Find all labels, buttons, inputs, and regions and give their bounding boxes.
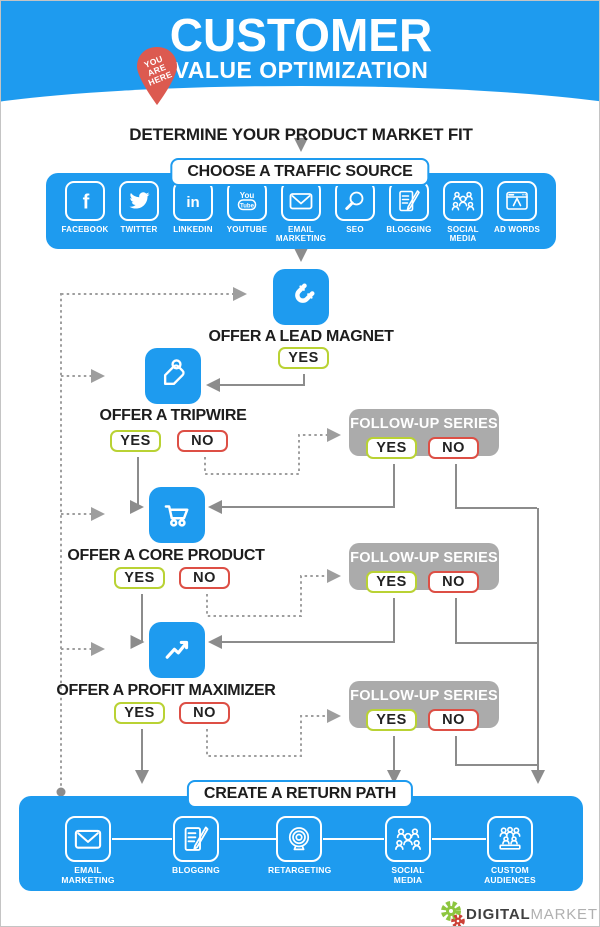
- digitalmarketer-logo: DIGITALMARKETER: [438, 899, 599, 926]
- core-product-yes-button: YES: [114, 567, 165, 589]
- traffic-source-adwords: AD WORDS: [490, 181, 544, 249]
- offer-lead-magnet-label: OFFER A LEAD MAGNET: [208, 328, 394, 345]
- return-channel-custom-audiences: CUSTOM AUDIENCES: [468, 816, 552, 885]
- traffic-source-label: EMAIL MARKETING: [275, 225, 327, 243]
- return-path-step: CREATE A RETURN PATH: [186, 780, 414, 808]
- traffic-source-label: TWITTER: [120, 225, 158, 234]
- tripwire-yes-button: YES: [110, 430, 161, 452]
- you-are-here-pin: YOU ARE HERE: [134, 46, 180, 108]
- brand-text: DIGITALMARKETER: [466, 905, 599, 923]
- traffic-source-email: EMAIL MARKETING: [274, 181, 328, 249]
- return-channel-label: SOCIAL MEDIA: [391, 865, 425, 885]
- gears-icon: [441, 901, 465, 926]
- traffic-source-blogging: BLOGGING: [382, 181, 436, 249]
- tripwire-no-button: NO: [177, 430, 228, 452]
- followup-1-no-button: NO: [428, 437, 479, 459]
- svg-text:f: f: [83, 192, 90, 214]
- followup-2-no-button: NO: [428, 571, 479, 593]
- traffic-source-label: SOCIAL MEDIA: [447, 225, 479, 243]
- return-channel-label: EMAIL MARKETING: [61, 865, 115, 885]
- linkedin-icon: in: [173, 181, 213, 221]
- header-curve: [1, 86, 599, 166]
- traffic-source-facebook: f FACEBOOK: [58, 181, 112, 249]
- email-icon: [281, 181, 321, 221]
- traffic-source-youtube: You Tube YOUTUBE: [220, 181, 274, 249]
- offer-core-product-label: OFFER A CORE PRODUCT: [67, 547, 265, 564]
- followup-label: FOLLOW-UP SERIES: [350, 550, 498, 566]
- return-channel-social-media: SOCIAL MEDIA: [366, 816, 450, 885]
- custom-audiences-icon: [487, 816, 533, 862]
- magnet-icon: [273, 269, 329, 325]
- followup-series-1: FOLLOW-UP SERIES YES NO: [349, 409, 499, 459]
- followup-series-2: FOLLOW-UP SERIES YES NO: [349, 543, 499, 593]
- return-channel-retargeting: RETARGETING: [257, 816, 341, 876]
- traffic-source-social-media: SOCIAL MEDIA: [436, 181, 490, 249]
- retargeting-icon: [276, 816, 322, 862]
- traffic-source-step: CHOOSE A TRAFFIC SOURCE: [170, 158, 430, 186]
- profit-maximizer-no-button: NO: [179, 702, 230, 724]
- traffic-source-label: LINKEDIN: [173, 225, 213, 234]
- map-pin-icon: [137, 47, 177, 105]
- shopping-cart-icon: [149, 487, 205, 543]
- traffic-source-label: SEO: [346, 225, 364, 234]
- email-icon: [65, 816, 111, 862]
- offer-profit-maximizer-label: OFFER A PROFIT MAXIMIZER: [56, 682, 276, 699]
- traffic-source-linkedin: in LINKEDIN: [166, 181, 220, 249]
- return-channel-email: EMAIL MARKETING: [46, 816, 130, 885]
- traffic-source-twitter: TWITTER: [112, 181, 166, 249]
- profit-maximizer-yes-button: YES: [114, 702, 165, 724]
- followup-label: FOLLOW-UP SERIES: [350, 416, 498, 432]
- growth-chart-icon: [149, 622, 205, 678]
- price-tag-icon: [145, 348, 201, 404]
- lead-magnet-yes-button: YES: [278, 347, 329, 369]
- traffic-source-label: AD WORDS: [493, 225, 541, 234]
- svg-text:in: in: [186, 194, 199, 211]
- traffic-source-label: YOUTUBE: [226, 225, 268, 234]
- brand-bold: DIGITAL: [466, 905, 531, 923]
- social-media-icon: [443, 181, 483, 221]
- return-channel-label: RETARGETING: [268, 865, 332, 875]
- return-channel-blogging: BLOGGING: [154, 816, 238, 876]
- blogging-icon: [389, 181, 429, 221]
- core-product-no-button: NO: [179, 567, 230, 589]
- market-fit-step: DETERMINE YOUR PRODUCT MARKET FIT: [129, 125, 473, 144]
- followup-2-yes-button: YES: [366, 571, 417, 593]
- return-path-bar: EMAIL MARKETING BLOGGING RETARGETING SOC…: [19, 796, 583, 891]
- followup-1-yes-button: YES: [366, 437, 417, 459]
- blogging-icon: [173, 816, 219, 862]
- offer-tripwire-label: OFFER A TRIPWIRE: [99, 407, 247, 424]
- brand-light: MARKETER: [530, 905, 599, 923]
- return-channel-label: BLOGGING: [172, 865, 220, 875]
- followup-series-3: FOLLOW-UP SERIES YES NO: [349, 681, 499, 731]
- twitter-icon: [119, 181, 159, 221]
- page-subtitle: VALUE OPTIMIZATION: [173, 57, 429, 83]
- svg-text:Tube: Tube: [240, 203, 255, 209]
- social-media-icon: [385, 816, 431, 862]
- traffic-source-label: FACEBOOK: [61, 225, 109, 234]
- return-channel-label: CUSTOM AUDIENCES: [484, 865, 536, 885]
- adwords-icon: [497, 181, 537, 221]
- followup-3-no-button: NO: [428, 709, 479, 731]
- traffic-source-label: BLOGGING: [386, 225, 432, 234]
- page-title: CUSTOMER: [169, 9, 433, 61]
- followup-3-yes-button: YES: [366, 709, 417, 731]
- svg-text:You: You: [240, 191, 255, 200]
- youtube-icon: You Tube: [227, 181, 267, 221]
- followup-label: FOLLOW-UP SERIES: [350, 688, 498, 704]
- magnifier-icon: [335, 181, 375, 221]
- facebook-icon: f: [65, 181, 105, 221]
- traffic-source-seo: SEO: [328, 181, 382, 249]
